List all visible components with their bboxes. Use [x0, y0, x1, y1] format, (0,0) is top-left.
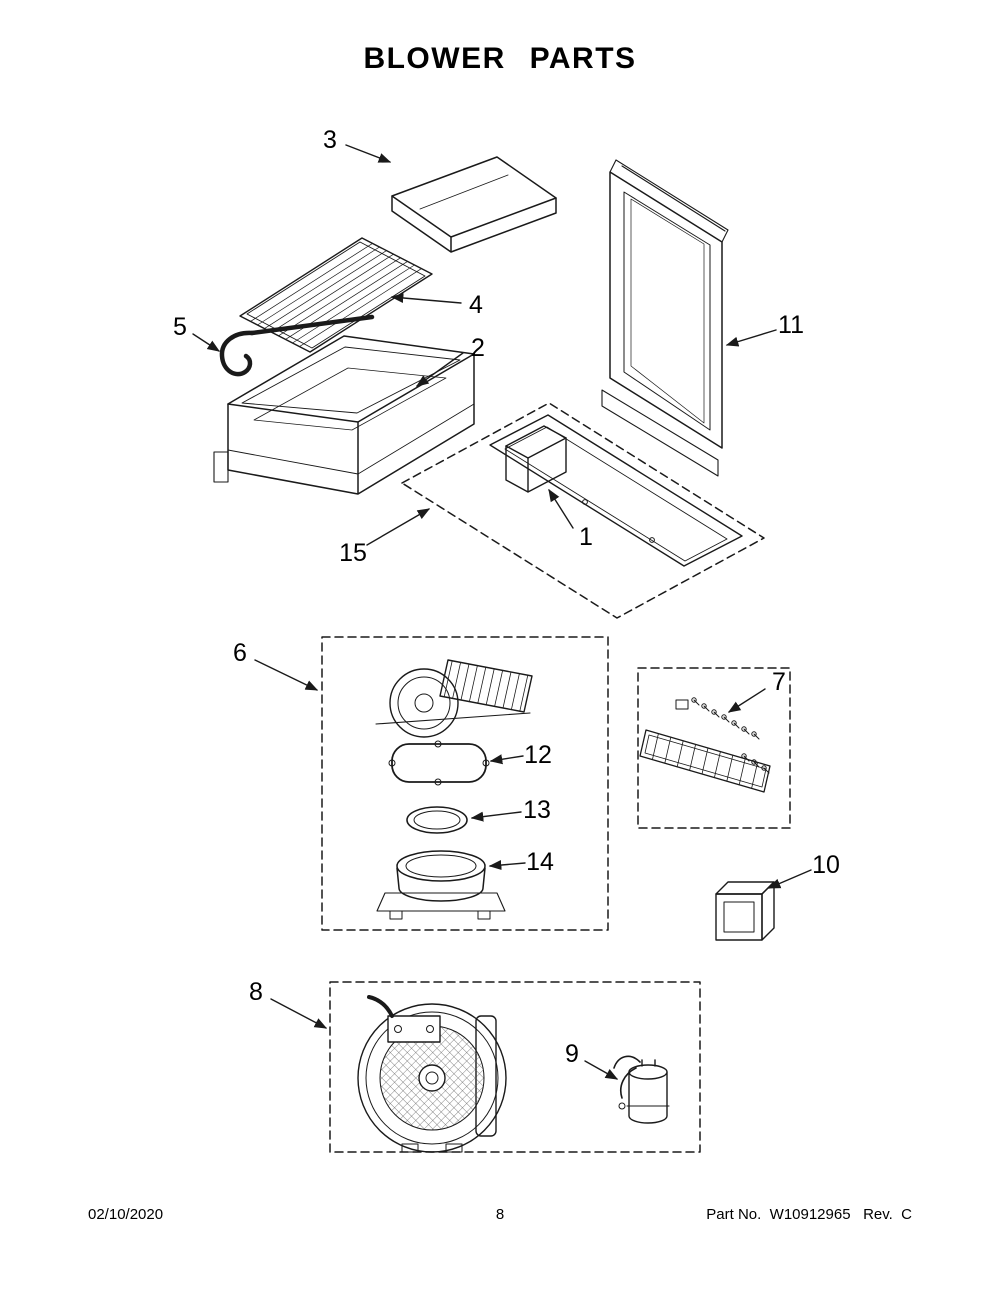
callout-7: 7	[727, 668, 786, 713]
callout-7-arrow	[727, 688, 766, 713]
callout-4-arrow	[390, 292, 462, 304]
callout-9: 9	[565, 1040, 619, 1080]
callout-15-label: 15	[339, 539, 367, 567]
callout-1: 1	[548, 488, 593, 551]
part-9-capacitor-drawing	[613, 1055, 670, 1124]
callout-13-label: 13	[523, 796, 551, 824]
callout-1-arrow	[548, 488, 574, 529]
blower-assembly-drawing	[375, 659, 533, 738]
callout-5: 5	[173, 313, 221, 352]
callout-13-arrow	[470, 811, 522, 822]
callout-10-arrow	[767, 869, 812, 889]
footer-part-no-label: Part No.	[706, 1206, 762, 1223]
part-4-grease-filter-drawing	[239, 237, 433, 353]
callout-13: 13	[470, 796, 551, 824]
part-12-gasket-drawing	[388, 740, 490, 786]
footer-page-number: 8	[495, 1206, 505, 1223]
footer-part-info: Part No. W10912965 Rev. C	[706, 1206, 912, 1223]
callout-15: 15	[339, 508, 431, 567]
page-footer: 02/10/2020 8 Part No. W10912965 Rev. C	[0, 1206, 1000, 1230]
part-7-grille-drawing	[639, 697, 771, 793]
callout-6-label: 6	[233, 639, 247, 667]
footer-part-number: W10912965	[769, 1206, 851, 1223]
callout-14: 14	[488, 848, 554, 876]
callout-6-arrow	[254, 659, 319, 691]
callout-8: 8	[249, 978, 328, 1029]
callout-6: 6	[233, 639, 319, 691]
callout-7-label: 7	[772, 668, 786, 696]
callout-12-label: 12	[524, 741, 552, 769]
callout-10: 10	[767, 851, 840, 889]
callout-11-arrow	[725, 329, 777, 347]
callout-9-label: 9	[565, 1040, 579, 1068]
callouts: 3 4 5 2 11 15	[173, 126, 840, 1080]
callout-11-label: 11	[778, 311, 804, 339]
footer-date: 02/10/2020	[88, 1206, 164, 1223]
callout-14-label: 14	[526, 848, 554, 876]
part-15-region-outline	[401, 402, 765, 619]
callout-2: 2	[415, 334, 485, 387]
callout-12-arrow	[489, 754, 524, 765]
callout-2-arrow	[415, 352, 464, 387]
part-14-damper-collar-drawing	[376, 850, 506, 920]
callout-11: 11	[725, 311, 804, 347]
callout-8-label: 8	[249, 978, 263, 1006]
motor-drawing	[357, 995, 507, 1153]
callout-10-label: 10	[812, 851, 840, 879]
footer-rev-label: Rev.	[863, 1206, 893, 1223]
part-3-duct-cap-drawing	[391, 156, 557, 253]
part-1-support-bracket-drawing	[489, 414, 743, 567]
callout-15-arrow	[366, 508, 431, 546]
callout-12: 12	[489, 741, 552, 769]
page-title: BLOWER PARTS	[363, 42, 637, 75]
callout-4: 4	[390, 291, 483, 319]
part-11-vent-panel-drawing	[601, 159, 729, 477]
part-2-plenum-box-drawing	[213, 335, 475, 495]
part-7-region-outline	[637, 667, 791, 829]
callout-3: 3	[323, 126, 392, 163]
part-10-duct-bracket-drawing	[715, 881, 775, 941]
callout-5-label: 5	[173, 313, 187, 341]
callout-2-label: 2	[471, 334, 485, 362]
callout-8-arrow	[270, 998, 328, 1029]
part-13-ring-drawing	[406, 806, 468, 834]
part-8-region-outline	[329, 981, 701, 1153]
callout-14-arrow	[488, 860, 526, 871]
callout-9-arrow	[584, 1060, 619, 1080]
footer-rev-value: C	[901, 1206, 912, 1223]
part-5-hook-rod-drawing	[219, 314, 375, 377]
part-6-region-outline	[321, 636, 609, 931]
callout-4-label: 4	[469, 291, 483, 319]
callout-1-label: 1	[579, 523, 593, 551]
callout-3-label: 3	[323, 126, 337, 154]
callout-5-arrow	[192, 333, 221, 352]
callout-3-arrow	[345, 144, 392, 163]
